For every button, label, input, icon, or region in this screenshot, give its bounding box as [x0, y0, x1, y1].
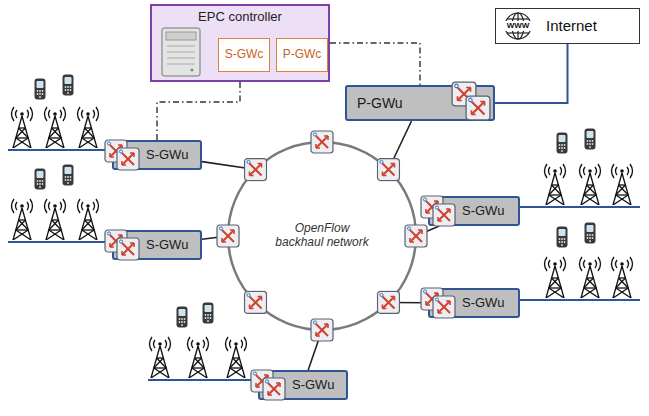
- drawing-use: [251, 370, 273, 392]
- internet-box: Internet WWW: [495, 8, 640, 44]
- cell-tower: [78, 107, 99, 148]
- openflow-switch: [405, 225, 427, 247]
- access-link: [8, 149, 112, 151]
- cell-tower: [612, 164, 633, 205]
- drawing-line: [507, 18, 529, 19]
- node-label: S-GWu: [292, 378, 334, 393]
- gateway-box: P-GWu: [345, 85, 495, 121]
- mobile-phone: [585, 223, 596, 244]
- controller-box: EPC controllerS-GWc P-GWc: [150, 4, 330, 82]
- drawing-line: [167, 46, 195, 47]
- network-link: [389, 302, 429, 304]
- mobile-phone: [203, 303, 214, 324]
- cell-tower: [12, 107, 33, 148]
- gateway-box: S-GWu: [112, 140, 202, 170]
- mobile-phone: [35, 79, 46, 100]
- node-label: S-GWu: [146, 238, 188, 253]
- drawing-use: [452, 82, 476, 106]
- cell-tower: [612, 257, 633, 298]
- mobile-phone: [177, 307, 188, 328]
- openflow-switch: [245, 159, 267, 181]
- icon-label: WWW: [502, 21, 534, 31]
- node-label: P-GWc: [283, 48, 322, 62]
- drawing-use: [466, 96, 490, 120]
- network-link: [495, 44, 568, 103]
- drawing-use: [105, 140, 127, 162]
- cell-tower: [580, 257, 601, 298]
- drawing-use: [421, 196, 443, 218]
- mobile-phone: [63, 75, 74, 96]
- node-label: Internet: [546, 17, 597, 34]
- cell-tower: [580, 164, 601, 205]
- radio-access: [8, 75, 640, 381]
- mobile-phone: [585, 129, 596, 150]
- control-plane-box: P-GWc: [276, 38, 328, 72]
- openflow-switch: [217, 225, 239, 247]
- drawing-use: [117, 238, 139, 260]
- openflow-switch: [377, 291, 399, 313]
- cell-tower: [545, 164, 566, 205]
- access-link: [148, 379, 258, 381]
- node-label: S-GWu: [462, 296, 504, 311]
- mobile-phone: [557, 227, 568, 248]
- network-link: [202, 162, 256, 170]
- drawing-use: [105, 230, 127, 252]
- cell-tower: [188, 337, 209, 378]
- access-link: [8, 241, 112, 243]
- openflow-switch: [377, 159, 399, 181]
- drawing-rect: [162, 28, 200, 76]
- control-plane-box: S-GWc: [218, 38, 270, 72]
- drawing-line: [167, 58, 195, 59]
- gateway-box: S-GWu: [112, 230, 202, 260]
- drawing-use: [421, 288, 443, 310]
- gateway-box: S-GWu: [428, 196, 520, 226]
- network-link: [157, 82, 240, 140]
- openflow-switch: [311, 319, 333, 341]
- cell-tower: [150, 337, 171, 378]
- drawing-use: [263, 378, 285, 400]
- ring-network: OpenFlow backhaul network: [227, 141, 417, 331]
- network-link: [416, 226, 439, 236]
- network-link: [330, 43, 420, 85]
- gateway-box: S-GWu: [428, 288, 520, 318]
- drawing-use: [433, 296, 455, 318]
- gateway-box: S-GWu: [258, 370, 348, 400]
- access-link: [520, 299, 640, 301]
- drawing-use: [117, 148, 139, 170]
- drawing-circle: [228, 142, 416, 330]
- openflow-switch: [311, 131, 333, 153]
- drawing-use: [433, 204, 455, 226]
- node-label: S-GWu: [146, 148, 188, 163]
- cell-tower: [45, 199, 66, 240]
- drawing-line: [507, 32, 529, 33]
- cell-tower: [545, 257, 566, 298]
- node-label: S-GWc: [225, 48, 264, 62]
- cell-tower: [45, 107, 66, 148]
- access-link: [520, 206, 640, 208]
- network-link: [389, 121, 412, 170]
- mobile-phone: [557, 133, 568, 154]
- node-label: OpenFlow backhaul network: [270, 222, 374, 250]
- drawing-line: [167, 64, 195, 65]
- cell-tower: [78, 199, 99, 240]
- mobile-phone: [35, 169, 46, 190]
- network-link: [202, 236, 228, 239]
- cell-tower: [12, 199, 33, 240]
- node-label: S-GWu: [462, 204, 504, 219]
- mobile-phone: [63, 165, 74, 186]
- node-label: EPC controller: [198, 10, 282, 25]
- network-link: [308, 330, 322, 370]
- node-label: P-GWu: [357, 95, 403, 111]
- drawing-rect: [166, 32, 196, 40]
- drawing-circle: [191, 69, 194, 72]
- cell-tower: [226, 337, 247, 378]
- openflow-switch: [245, 291, 267, 313]
- drawing-line: [167, 52, 195, 53]
